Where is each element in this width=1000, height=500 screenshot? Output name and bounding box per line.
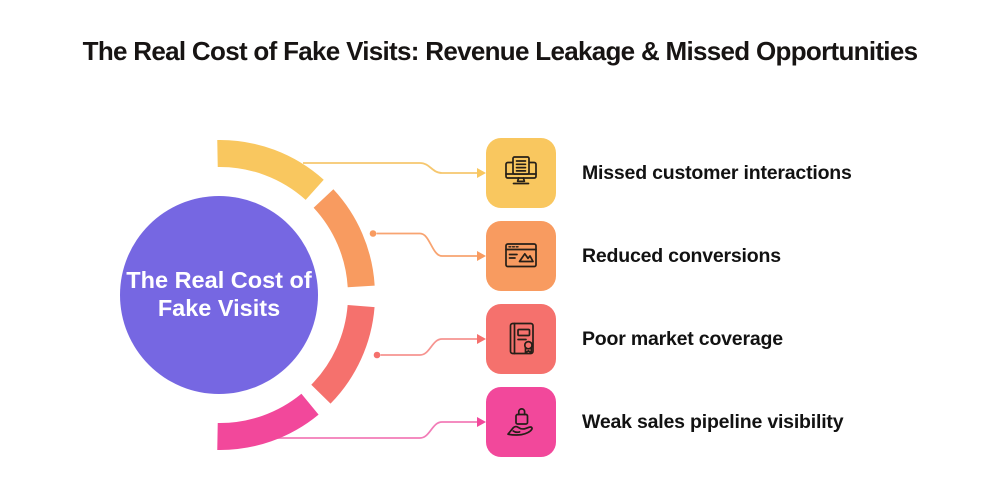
item-icon-tile	[486, 304, 556, 374]
connector-poor-market-coverage	[380, 338, 477, 356]
arrowhead-reduced-conversions	[477, 251, 486, 261]
connector-missed-interactions	[303, 162, 477, 174]
certificate-document-icon	[509, 322, 534, 355]
arrowhead-poor-market-coverage	[477, 334, 486, 344]
dot-reduced-conversions	[369, 230, 377, 237]
browser-image-icon	[505, 243, 537, 268]
ring-segment-weak-pipeline	[217, 393, 319, 451]
item-label: Poor market coverage	[582, 327, 783, 350]
item-label: Missed customer interactions	[582, 161, 852, 184]
list-item-weak-pipeline: Weak sales pipeline visibility	[486, 387, 844, 457]
page-title: The Real Cost of Fake Visits: Revenue Le…	[82, 36, 918, 66]
item-label: Reduced conversions	[582, 244, 781, 267]
item-icon-tile	[486, 221, 556, 291]
list-item-missed-interactions: Missed customer interactions	[486, 138, 852, 208]
list-item-poor-market-coverage: Poor market coverage	[486, 304, 783, 374]
item-icon-tile	[486, 138, 556, 208]
arrowhead-weak-pipeline	[477, 417, 486, 427]
monitor-document-icon	[505, 156, 537, 185]
dot-poor-market-coverage	[373, 351, 381, 359]
center-label: The Real Cost of Fake Visits	[119, 266, 319, 322]
center-circle	[120, 196, 318, 394]
connector-reduced-conversions	[376, 232, 477, 257]
arrowhead-missed-interactions	[477, 168, 486, 178]
center-label-line2: Fake Visits	[157, 295, 281, 321]
ring-segment-reduced-conversions	[313, 189, 375, 288]
hand-lock-icon	[507, 408, 533, 436]
ring-segment-missed-interactions	[217, 139, 324, 201]
connector-weak-pipeline	[221, 421, 477, 439]
item-label: Weak sales pipeline visibility	[582, 410, 844, 433]
item-icon-tile	[486, 387, 556, 457]
center-label-line1: The Real Cost of	[126, 267, 312, 293]
list-item-reduced-conversions: Reduced conversions	[486, 221, 781, 291]
ring-segment-poor-market-coverage	[311, 304, 375, 404]
